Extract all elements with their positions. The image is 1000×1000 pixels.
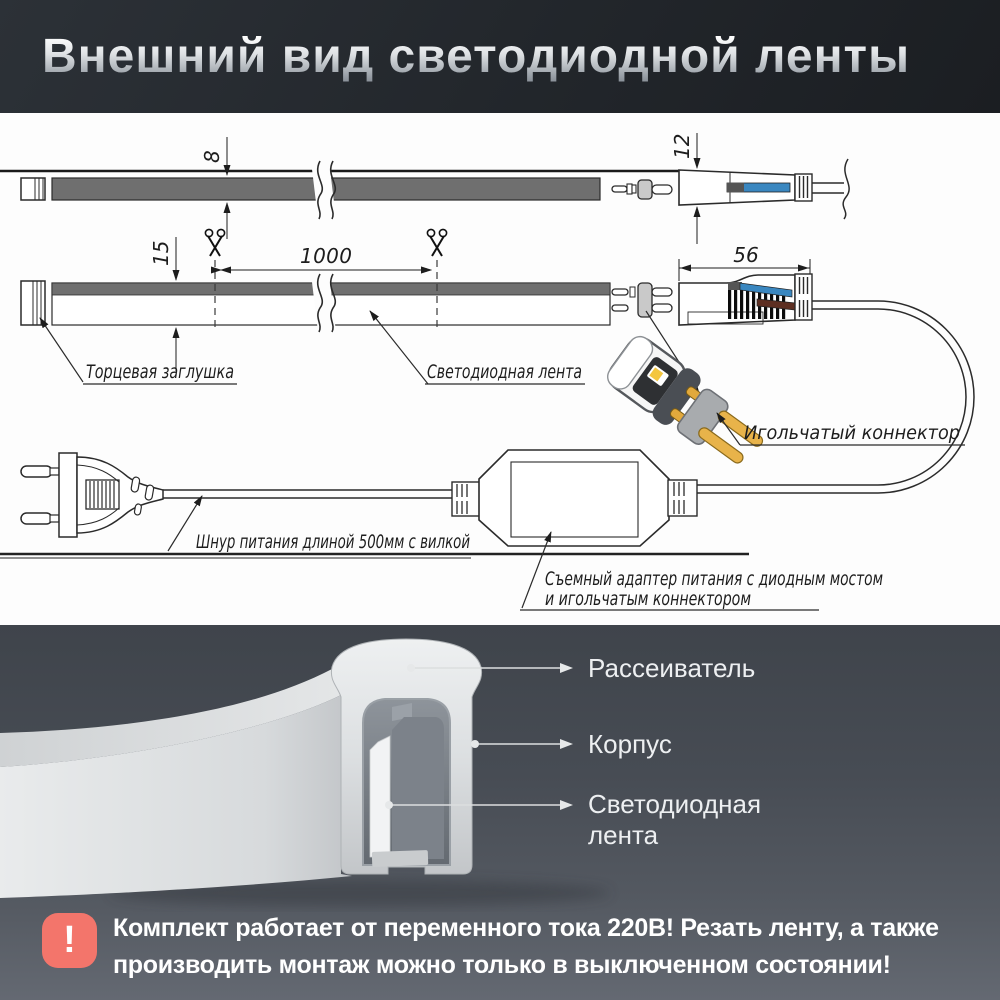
label-led-strip: Светодиодная лента [369, 310, 585, 385]
led-strip-top-view [51, 160, 601, 220]
svg-text:8: 8 [200, 150, 224, 163]
svg-text:1000: 1000 [300, 244, 352, 268]
svg-text:Шнур питания длиной 500мм с ви: Шнур питания длиной 500мм с вилкой [196, 531, 470, 553]
connector-housing-top [678, 169, 813, 206]
callout-markers [385, 663, 573, 810]
power-cord [163, 489, 452, 499]
label-power-cord: Шнур питания длиной 500мм с вилкой [0, 495, 749, 559]
title-bar: Внешний вид светодиодной ленты [0, 0, 1000, 113]
led-chip [649, 367, 664, 382]
cross-section-render [0, 638, 610, 906]
exclamation-icon: ! [42, 913, 97, 968]
power-plug [20, 452, 164, 538]
pcb-base [371, 850, 429, 867]
plug-grip-ribs [85, 479, 120, 510]
svg-text:Светодиодная лента: Светодиодная лента [427, 361, 582, 383]
power-adapter [451, 449, 698, 547]
label-end-cap: Торцевая заглушка [39, 317, 237, 385]
svg-text:Игольчатый коннектор: Игольчатый коннектор [744, 422, 960, 444]
label-led-strip: Светодиодная лента [588, 789, 762, 850]
cross-section-face [330, 638, 483, 875]
needle-connector-icon-top [611, 179, 673, 200]
warning-line-1: Комплект работает от переменного тока 22… [113, 914, 939, 942]
svg-text:56: 56 [733, 243, 758, 267]
cable-with-break-top [812, 158, 850, 220]
end-cap-side-view [20, 280, 46, 326]
label-body: Корпус [588, 729, 672, 759]
needle-pin [698, 427, 744, 464]
label-diffuser: Рассеиватель [588, 653, 756, 683]
svg-text:Торцевая заглушка: Торцевая заглушка [86, 361, 234, 383]
svg-text:и игольчатым коннектором: и игольчатым коннектором [545, 588, 751, 610]
connector-housing-side [678, 273, 813, 326]
holder-bracket [392, 717, 444, 859]
neon-tube [0, 669, 352, 898]
svg-text:15: 15 [149, 241, 173, 266]
page-title: Внешний вид светодиодной ленты [42, 30, 911, 83]
cross-section-photo: Рассеиватель Корпус Светодиодная лента !… [0, 625, 1000, 1000]
wire-tip [727, 182, 744, 193]
dimension-12: 12 [670, 133, 701, 244]
holder-hook [392, 703, 412, 721]
needle-connector-icon-side [611, 282, 673, 318]
warning-line-2: производить монтаж можно только в выключ… [113, 951, 891, 979]
label-needle-connector: Игольчатый коннектор [716, 412, 965, 446]
warning-banner: ! Комплект работает от переменного тока … [42, 913, 939, 984]
dimension-15: 15 [149, 237, 180, 371]
end-cap-top-view [20, 177, 46, 201]
technical-drawing-section: 8 12 15 [0, 113, 1000, 625]
callout-lines [389, 667, 560, 806]
cable-loop [697, 300, 975, 494]
blue-wire [739, 282, 793, 298]
svg-text:Съемный адаптер питания с диод: Съемный адаптер питания с диодным мостом [545, 568, 883, 590]
warning-text: Комплект работает от переменного тока 22… [113, 910, 939, 984]
svg-text:12: 12 [670, 134, 694, 159]
dimension-56: 56 [678, 243, 811, 281]
led-pcb [369, 735, 391, 858]
wire-tip [728, 282, 742, 290]
dimension-1000: 1000 [211, 244, 432, 274]
led-strip-side-view [51, 273, 611, 333]
dimension-8: 8 [200, 137, 231, 239]
label-adapter: Съемный адаптер питания с диодным мостом… [520, 531, 883, 611]
tube-shadow [110, 880, 610, 906]
needle-connector-photo [607, 335, 764, 464]
led-strip-schematic: 8 12 15 [0, 133, 975, 611]
